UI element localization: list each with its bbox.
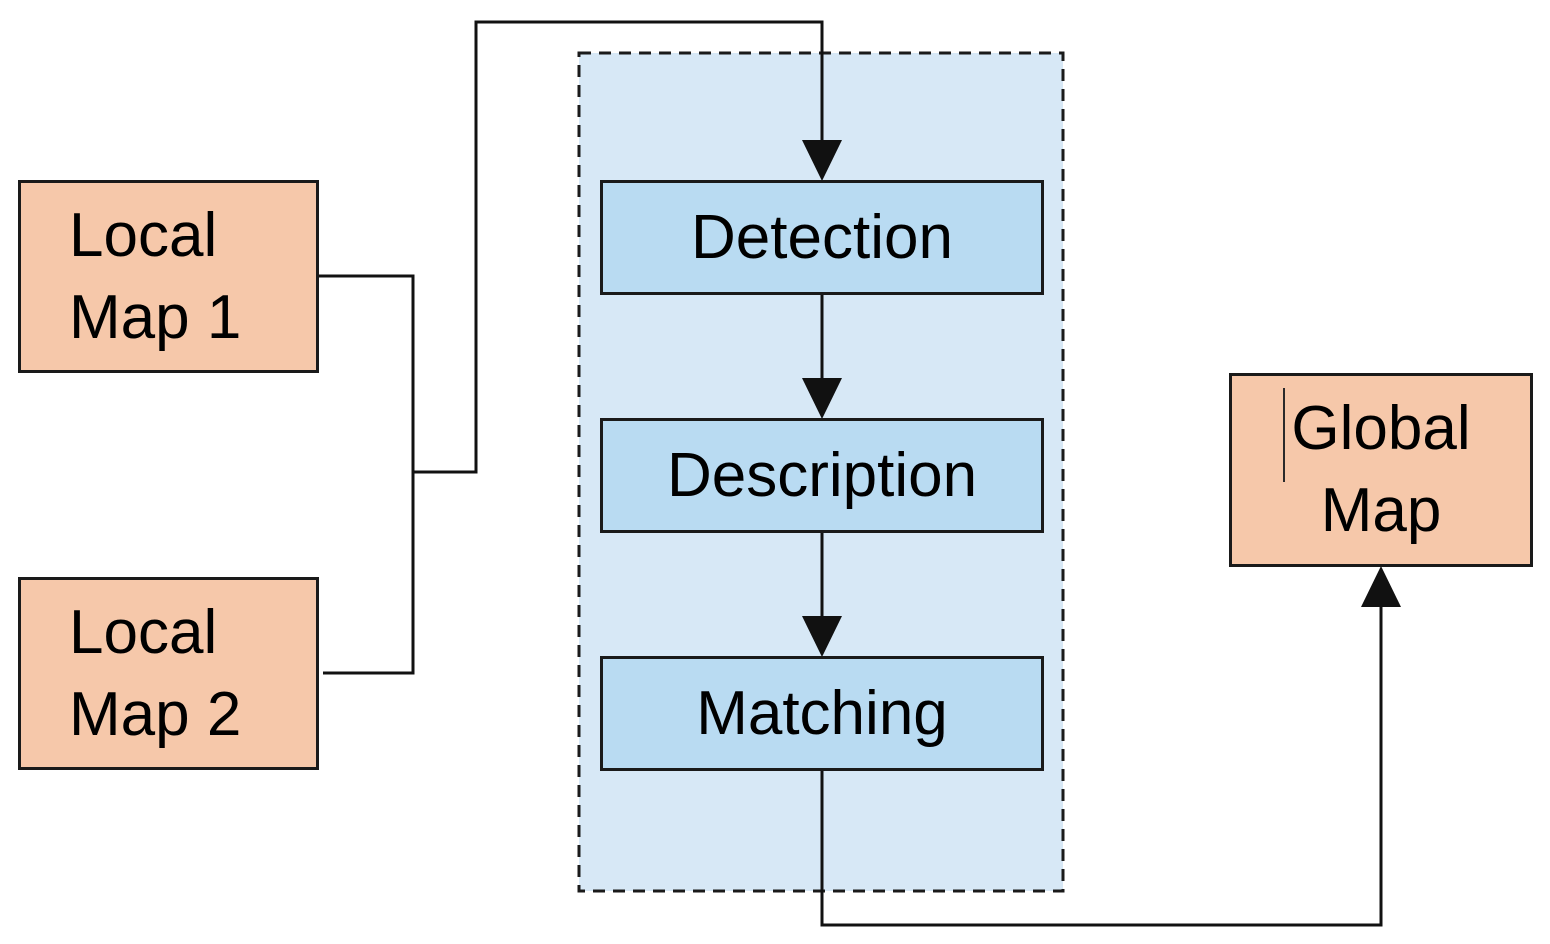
matching-label: Matching xyxy=(696,678,948,748)
local-map-2-box: Local Map 2 xyxy=(18,577,319,770)
local-map-1-box: Local Map 1 xyxy=(18,180,319,373)
global-map-line-2: Map xyxy=(1320,476,1442,545)
text-cursor xyxy=(1283,388,1285,482)
local-map-1-line-2: Map 1 xyxy=(69,282,242,352)
arrowhead-to-description xyxy=(802,378,842,419)
connector-matching-to-global-map xyxy=(820,607,1383,927)
connector-merge-to-detection xyxy=(413,20,824,474)
matching-box: Matching xyxy=(600,656,1044,771)
arrowhead-to-global-map xyxy=(1361,566,1401,607)
local-map-2-line-1: Local xyxy=(69,597,218,667)
arrowhead-to-detection xyxy=(802,140,842,181)
local-map-2-line-2: Map 2 xyxy=(69,679,242,749)
detection-label: Detection xyxy=(691,202,953,272)
description-box: Description xyxy=(600,418,1044,533)
description-label: Description xyxy=(666,440,978,510)
connector-local-map-2 xyxy=(323,472,415,675)
global-map-line-1: Global xyxy=(1291,394,1471,463)
global-map-box: Global Map xyxy=(1229,373,1533,567)
arrowhead-to-matching xyxy=(802,616,842,657)
local-map-1-line-1: Local xyxy=(69,200,218,270)
detection-box: Detection xyxy=(600,180,1044,295)
connector-local-map-1 xyxy=(318,274,415,472)
